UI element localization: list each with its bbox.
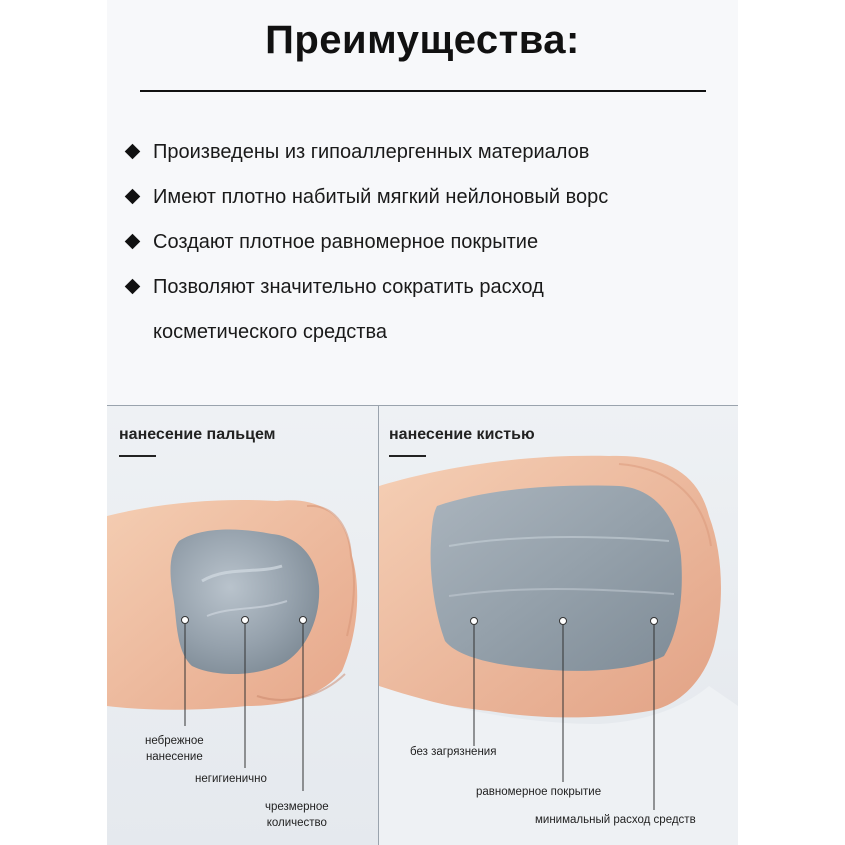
page-title: Преимущества: <box>265 18 580 62</box>
benefit-text: Создают плотное равномерное покрытие <box>153 231 539 253</box>
benefit-item-continuation: косметического средства <box>125 310 725 355</box>
hand-brush-illustration <box>379 455 738 845</box>
benefits-list: Произведены из гипоаллергенных материало… <box>124 130 725 355</box>
product-benefits-card: Преимущества: Произведены из гипоаллерге… <box>107 0 738 845</box>
benefit-item: Произведены из гипоаллергенных материало… <box>124 130 725 175</box>
brush-panel-title: нанесение кистью <box>389 426 535 443</box>
diamond-bullet-icon <box>124 188 141 205</box>
finger-panel-title: нанесение пальцем <box>119 426 276 443</box>
benefit-item: Имеют плотно набитый мягкий нейлоновый в… <box>124 175 725 220</box>
careless-application-label: небрежное нанесение <box>145 735 204 763</box>
diamond-bullet-icon <box>124 233 141 250</box>
benefit-text: Имеют плотно набитый мягкий нейлоновый в… <box>153 186 609 208</box>
finger-application-panel: нанесение пальцем небрежное нанесение не… <box>107 406 378 845</box>
benefit-item: Создают плотное равномерное покрытие <box>124 220 725 265</box>
section-divider <box>107 405 738 406</box>
title-underline <box>140 90 706 92</box>
panel-divider <box>378 405 379 845</box>
benefit-item: Позволяют значительно сократить расход <box>124 265 725 310</box>
finger-panel-underline <box>119 455 156 457</box>
excessive-amount-label: чрезмерное количество <box>265 801 329 829</box>
hand-finger-illustration <box>107 499 358 791</box>
diamond-bullet-icon <box>124 278 141 295</box>
minimal-consumption-label: минимальный расход средств <box>535 814 696 826</box>
benefit-text: косметического средства <box>153 321 387 343</box>
even-coverage-label: равномерное покрытие <box>476 786 602 798</box>
diamond-bullet-icon <box>124 143 141 160</box>
benefit-text: Позволяют значительно сократить расход <box>153 276 544 298</box>
brush-application-panel: нанесение кистью без загрязнения равноме… <box>379 406 738 845</box>
brush-panel-underline <box>389 455 426 457</box>
no-mess-label: без загрязнения <box>410 746 497 758</box>
benefit-text: Произведены из гипоаллергенных материало… <box>153 141 590 163</box>
unhygienic-label: негигиенично <box>195 773 267 785</box>
